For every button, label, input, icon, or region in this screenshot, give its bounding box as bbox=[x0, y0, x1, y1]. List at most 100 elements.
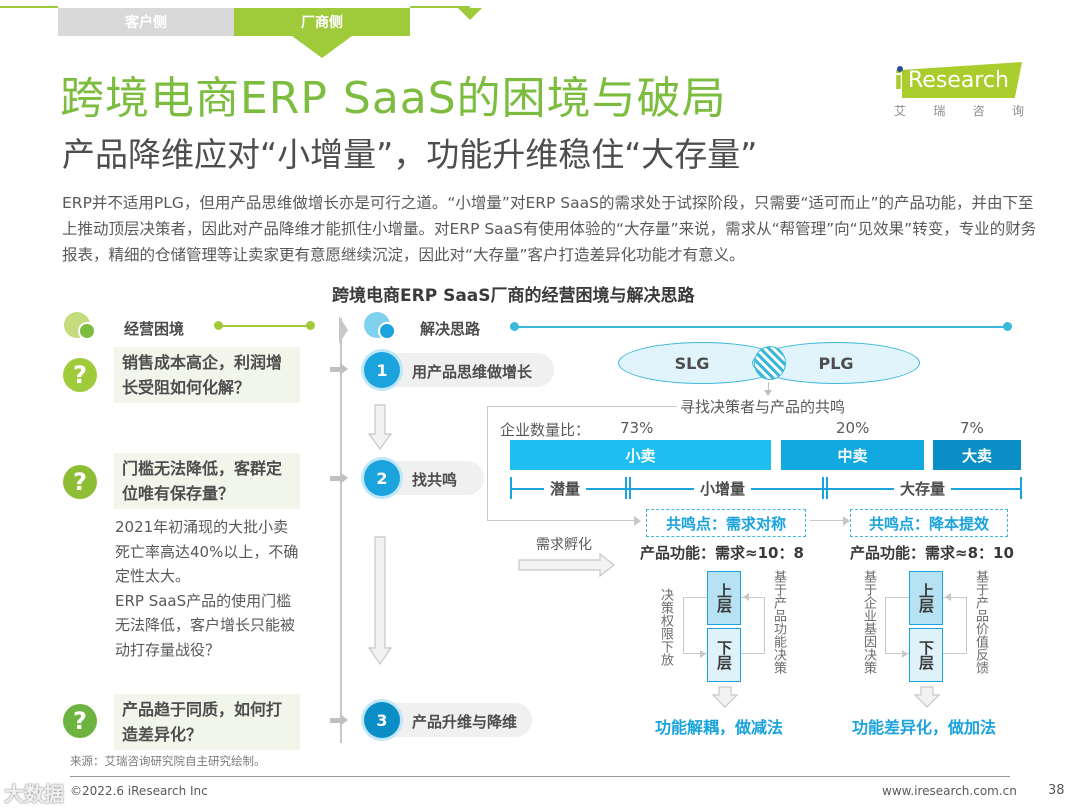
iresearch-logo: i Research 艾 瑞 咨 询 bbox=[894, 58, 1024, 118]
triangle-marker-icon bbox=[458, 8, 482, 20]
connector-dot bbox=[510, 322, 519, 331]
page-number: 38 bbox=[1048, 783, 1065, 798]
venn-caption: 寻找决策者与产品的共鸣 bbox=[680, 398, 846, 416]
footer-rule bbox=[70, 776, 1010, 777]
vertical-note-right-2: 基于产品价值反馈 bbox=[973, 570, 988, 674]
question-mark-icon: ? bbox=[63, 704, 97, 738]
logo-text: Research bbox=[908, 68, 1009, 93]
diagram-title: 跨境电商ERP SaaS厂商的经营困境与解决思路 bbox=[332, 286, 695, 306]
tab-label: 客户侧 bbox=[125, 15, 167, 31]
right-pointer-icon bbox=[843, 516, 850, 526]
watermark: 大数据 bbox=[4, 782, 64, 806]
resonance-point-2: 共鸣点：降本提效 bbox=[850, 509, 1008, 537]
loop-left-2 bbox=[885, 597, 909, 654]
right-arrow-icon bbox=[330, 363, 348, 375]
left-pointer-icon bbox=[743, 593, 749, 601]
incubate-label: 需求孵化 bbox=[536, 537, 592, 553]
vertical-note-left-1: 决策权限下放 bbox=[658, 588, 673, 666]
pct-mid: 20% bbox=[836, 419, 870, 437]
dilemma-question-2: 门槛无法降低，客群定位唯有保存量？ bbox=[114, 453, 300, 509]
connector-dot bbox=[1003, 322, 1012, 331]
down-pointer-icon bbox=[764, 390, 772, 396]
box-left-line bbox=[487, 406, 488, 520]
logo-char: 瑞 bbox=[933, 104, 946, 118]
segment-mid-seller: 中卖 bbox=[781, 440, 924, 470]
range-tick bbox=[822, 477, 824, 499]
step-number-badge: 3 bbox=[364, 702, 400, 738]
venn-label: PLG bbox=[818, 353, 854, 373]
loop-right-2 bbox=[943, 597, 967, 654]
footer-url[interactable]: www.iresearch.com.cn bbox=[882, 784, 1017, 798]
page-subtitle: 产品降维应对“小增量”，功能升维稳住“大存量” bbox=[62, 135, 758, 174]
range-small-increment: 小增量 bbox=[694, 478, 752, 499]
range-scale: 潜量 小增量 大存量 bbox=[510, 477, 1022, 499]
box-bottom-line bbox=[487, 520, 637, 521]
layer-lower-2: 下层 bbox=[909, 628, 943, 682]
top-rule-left bbox=[0, 6, 58, 8]
dual-circle-icon bbox=[364, 312, 398, 340]
section-connector-line bbox=[514, 326, 1008, 328]
section-label-dilemma: 经营困境 bbox=[124, 320, 185, 338]
tab-vendor-side[interactable]: 厂商侧 bbox=[234, 8, 410, 36]
section-label-solutions: 解决思路 bbox=[420, 320, 481, 338]
question-mark-icon: ? bbox=[63, 358, 97, 392]
segment-small-seller: 小卖 bbox=[510, 440, 771, 470]
step-label: 用产品思维做增长 bbox=[412, 363, 533, 381]
func-ratio-2: 产品功能：需求≈8：10 bbox=[850, 544, 1014, 562]
connector-line bbox=[810, 520, 846, 521]
active-tab-pointer bbox=[292, 36, 352, 58]
vertical-note-right-1: 基于产品功能决策 bbox=[771, 570, 786, 674]
page-title: 跨境电商ERP SaaS的困境与破局 bbox=[60, 73, 727, 124]
right-pointer-icon bbox=[634, 516, 641, 526]
step-number-badge: 1 bbox=[364, 352, 400, 388]
logo-char: 询 bbox=[1011, 104, 1024, 118]
layer-upper-1: 上层 bbox=[707, 571, 741, 625]
ratio-label: 企业数量比： bbox=[500, 421, 591, 439]
source-note: 来源：艾瑞咨询研究院自主研究绘制。 bbox=[70, 754, 266, 768]
step-2: 2 找共鸣 bbox=[364, 460, 484, 496]
range-latent: 潜量 bbox=[544, 478, 587, 499]
down-arrow-icon bbox=[368, 404, 392, 450]
logo-cn: 艾 瑞 咨 询 bbox=[894, 102, 1024, 119]
right-arrow-icon bbox=[330, 472, 348, 484]
func-ratio-1: 产品功能：需求≈10：8 bbox=[640, 544, 804, 562]
step-number-badge: 2 bbox=[364, 460, 400, 496]
logo-char: 咨 bbox=[972, 104, 985, 118]
venn-label: SLG bbox=[674, 353, 710, 373]
step-label: 找共鸣 bbox=[412, 471, 458, 489]
step-1: 1 用产品思维做增长 bbox=[364, 352, 554, 388]
down-arrow-icon bbox=[712, 686, 738, 708]
left-pointer-icon bbox=[945, 593, 951, 601]
box-top-line bbox=[487, 406, 677, 407]
connector-dot bbox=[214, 321, 223, 330]
layer-label: 上层 bbox=[715, 583, 733, 613]
dilemma-question-1: 销售成本高企，利润增长受阻如何化解？ bbox=[114, 347, 300, 403]
connector-dot bbox=[306, 321, 315, 330]
logo-i: i bbox=[894, 66, 903, 96]
question-mark-icon: ? bbox=[63, 465, 97, 499]
loop-right-1 bbox=[741, 597, 765, 654]
divider-arrow-icon bbox=[339, 316, 348, 344]
section-connector-line bbox=[218, 325, 310, 327]
loop-left-1 bbox=[683, 597, 707, 654]
pct-large: 7% bbox=[960, 419, 984, 437]
dilemma-detail: 2021年初涌现的大批小卖死亡率高达40%以上，不确定性太大。 ERP SaaS… bbox=[115, 518, 299, 659]
logo-char: 艾 bbox=[894, 104, 907, 118]
venn-overlap bbox=[754, 346, 786, 380]
down-arrow-icon bbox=[914, 686, 940, 708]
tab-client-side[interactable]: 客户侧 bbox=[58, 8, 234, 36]
dilemma-question-3: 产品趋于同质，如何打造差异化？ bbox=[114, 694, 300, 750]
layer-upper-2: 上层 bbox=[909, 571, 943, 625]
step-label: 产品升维与降维 bbox=[412, 713, 518, 731]
range-line bbox=[510, 488, 1022, 490]
dual-circle-icon bbox=[64, 312, 98, 340]
resonance-point-1: 共鸣点：需求对称 bbox=[646, 509, 806, 537]
right-arrow-icon bbox=[518, 553, 615, 577]
step-3: 3 产品升维与降维 bbox=[364, 702, 532, 738]
intro-paragraph: ERP并不适用PLG，但用产品思维做增长亦是可行之道。“小增量”对ERP Saa… bbox=[62, 194, 1037, 264]
range-tick bbox=[510, 477, 512, 499]
range-tick bbox=[1020, 477, 1022, 499]
range-tick bbox=[629, 477, 631, 499]
layer-label: 上层 bbox=[917, 583, 935, 613]
copyright: ©2022.6 iResearch Inc bbox=[70, 784, 208, 798]
